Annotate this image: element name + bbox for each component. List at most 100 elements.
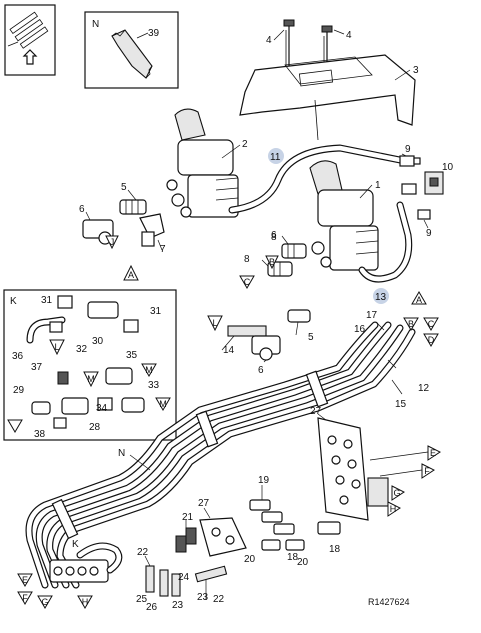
tag-b-right: B — [403, 317, 419, 331]
svg-text:M: M — [87, 374, 95, 384]
callout-23-right: 23 — [197, 592, 209, 603]
callout-31-right: 31 — [150, 306, 162, 317]
tag-j-left: J — [105, 235, 119, 250]
fitting-8-upper — [281, 243, 307, 259]
callout-24: 24 — [178, 572, 190, 583]
callout-22-left: 22 — [137, 547, 149, 558]
k-fitting-33 — [121, 397, 145, 413]
inset-n: N 39 — [84, 11, 179, 89]
svg-text:F: F — [424, 466, 430, 476]
k-fitting-38 — [53, 417, 67, 429]
fitting-9-lower — [401, 183, 431, 220]
callout-27-right: 27 — [310, 406, 322, 417]
callout-25: 25 — [136, 594, 148, 605]
callout-9-lower: 9 — [426, 228, 432, 239]
callout-28: 28 — [89, 422, 101, 433]
inset-k-letter: K — [10, 296, 17, 307]
valve-assembly-1 — [309, 160, 379, 271]
fitting-8-lower — [267, 261, 293, 277]
svg-text:H: H — [390, 504, 397, 514]
callout-30: 30 — [92, 336, 104, 347]
k-fitting-32 — [49, 321, 63, 333]
callout-19: 19 — [258, 475, 270, 486]
svg-text:J: J — [110, 237, 115, 247]
hose-14 — [227, 325, 267, 337]
mounting-bracket — [239, 54, 416, 141]
tag-h-right: H — [387, 501, 401, 517]
manifold-27-lower — [199, 517, 247, 557]
tag-m-3 — [7, 419, 23, 433]
block-10 — [424, 171, 444, 195]
tag-b-valve: B — [265, 255, 279, 270]
tag-m-2: M — [155, 397, 171, 411]
callout-21: 21 — [182, 512, 194, 523]
callout-14: 14 — [223, 345, 235, 356]
callout-26: 26 — [146, 602, 158, 613]
callout-35: 35 — [126, 350, 138, 361]
tag-f-right: F — [379, 463, 435, 479]
hose-bundle — [25, 321, 416, 589]
k-fitting-34 — [97, 397, 113, 411]
svg-text:C: C — [428, 319, 435, 329]
hose-22-right — [194, 565, 228, 583]
connector-tags: J A B C L A B — [7, 235, 441, 609]
tag-e-right: E — [369, 445, 441, 461]
tag-a-right: A — [411, 291, 427, 305]
svg-text:B: B — [408, 319, 414, 329]
callout-11: 11 — [270, 152, 281, 163]
callout-k-block: K — [72, 539, 79, 550]
callout-27-lower: 27 — [198, 498, 210, 509]
callout-7: 7 — [160, 244, 166, 255]
svg-text:B: B — [269, 257, 275, 267]
svg-text:C: C — [244, 277, 251, 287]
tag-h-left: H — [77, 595, 93, 609]
k-block-28 — [61, 397, 89, 415]
k-fitting-31-left — [57, 295, 73, 309]
elbow-6-lower — [251, 335, 281, 361]
callout-33: 33 — [148, 380, 160, 391]
callout-38: 38 — [34, 429, 46, 440]
callout-13-highlight — [373, 288, 389, 304]
inset-k: K — [3, 289, 177, 441]
hoses-22-25-26 — [145, 565, 181, 597]
callout-5-left: 5 — [121, 182, 127, 193]
manifold-27-right — [317, 417, 389, 521]
callout-20-left: 20 — [244, 554, 256, 565]
valve-assembly-2 — [166, 108, 239, 218]
svg-text:H: H — [82, 597, 89, 607]
callout-39: 39 — [148, 28, 160, 39]
svg-text:G: G — [393, 488, 400, 498]
callout-18-right: 18 — [329, 544, 341, 555]
callout-12: 12 — [418, 383, 430, 394]
tag-d-right: D — [423, 333, 439, 347]
svg-text:L: L — [54, 342, 59, 352]
callout-23-left: 23 — [172, 600, 184, 611]
callout-2: 2 — [242, 139, 248, 150]
orientation-icon — [4, 4, 56, 76]
k-fitting-29 — [31, 401, 51, 415]
callout-6-upper-right: 6 — [271, 230, 277, 241]
hose-13 — [358, 201, 413, 283]
svg-text:G: G — [41, 597, 48, 607]
callout-8-lower: 8 — [244, 254, 250, 265]
callout-1: 1 — [375, 180, 381, 191]
hose-clamp-2 — [195, 410, 219, 448]
svg-text:D: D — [428, 335, 435, 345]
tag-g-right: G — [391, 485, 405, 501]
callout-6-left: 6 — [79, 204, 85, 215]
svg-text:M: M — [145, 365, 153, 375]
callout-labels: 1 2 3 4 4 5 5 6 6 6 7 8 8 9 9 10 11 12 1… — [12, 30, 454, 613]
callout-9-upper: 9 — [405, 144, 411, 155]
svg-text:M: M — [159, 399, 167, 409]
callout-3: 3 — [413, 65, 419, 76]
callout-4-right: 4 — [346, 30, 352, 41]
callout-6-lower: 6 — [258, 365, 264, 376]
callout-13: 13 — [375, 292, 387, 303]
tag-c-valve: C — [239, 275, 255, 289]
k-elbow-35 — [105, 367, 133, 385]
svg-text:F: F — [22, 593, 28, 603]
callout-n-bundle: N — [118, 448, 125, 459]
bottom-left-block — [49, 542, 123, 583]
